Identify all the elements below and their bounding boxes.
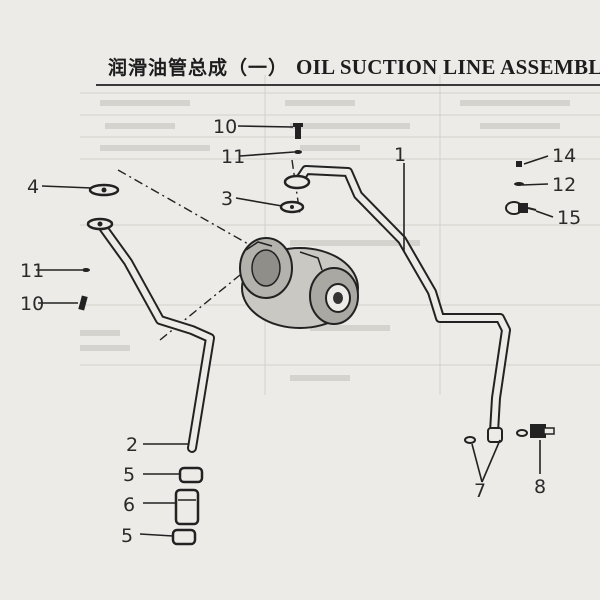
washer-11 [82,268,90,272]
callout-11: 11 [20,260,44,282]
flange-gasket-4 [86,183,120,231]
callout-12: 12 [552,174,576,196]
hose-clamp-5 [171,528,197,546]
flange-gasket-3 [279,174,311,214]
callout-10: 10 [20,293,44,315]
assembly-guide-line [117,169,251,246]
callout-10: 10 [213,116,237,138]
title-rule [96,84,600,86]
callout-15: 15 [557,207,581,229]
washer-7 [464,429,528,444]
bolt-10 [78,295,88,311]
callout-2: 2 [126,434,138,456]
oil-pipe-1 [293,165,511,443]
callout-1: 1 [394,144,406,166]
diagram-title: 润滑油管总成（一） OIL SUCTION LINE ASSEMBLY [108,53,600,83]
callout-3: 3 [221,188,233,210]
nut-14 [516,161,522,167]
title-chinese: 润滑油管总成（一） [108,57,289,79]
rubber-hose-6 [174,488,200,526]
callout-8: 8 [534,476,546,498]
callout-11: 11 [221,146,245,168]
title-english: OIL SUCTION LINE ASSEMBLY [296,55,600,79]
leader-lines [36,125,554,537]
turbocharger [239,237,359,329]
washer-11 [294,150,302,154]
washer-12 [514,182,524,186]
callout-7: 7 [474,480,486,502]
callout-14: 14 [552,145,576,167]
callout-5: 5 [123,464,135,486]
banjo-bolt-8 [530,424,555,438]
hose-clamp-5 [178,466,204,484]
bolt-10 [293,123,303,139]
assembly-guide-line [159,274,241,341]
callout-5: 5 [121,525,133,547]
fitting-15 [505,201,537,215]
oil-pipe-2 [97,221,215,453]
callout-6: 6 [123,494,135,516]
callout-4: 4 [27,176,39,198]
